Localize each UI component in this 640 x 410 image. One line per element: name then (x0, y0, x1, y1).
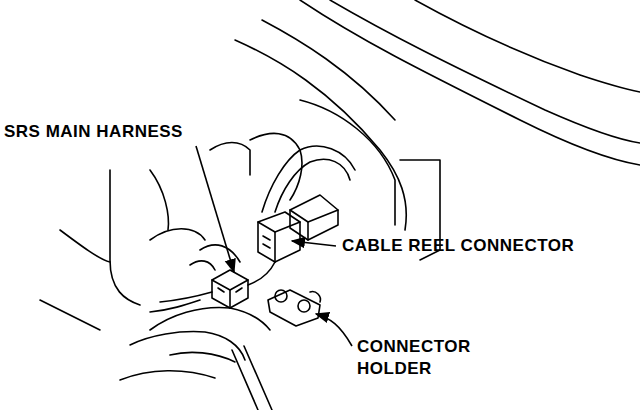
leader-lines (196, 146, 352, 346)
line-art (40, 0, 640, 410)
leader-line (196, 146, 234, 272)
part-label: SRS MAIN HARNESS (4, 121, 183, 143)
leader-line (292, 241, 336, 246)
part-label: CONNECTOR HOLDER (357, 336, 507, 380)
leader-line (316, 314, 352, 346)
part-label: CABLE REEL CONNECTOR (342, 235, 574, 257)
